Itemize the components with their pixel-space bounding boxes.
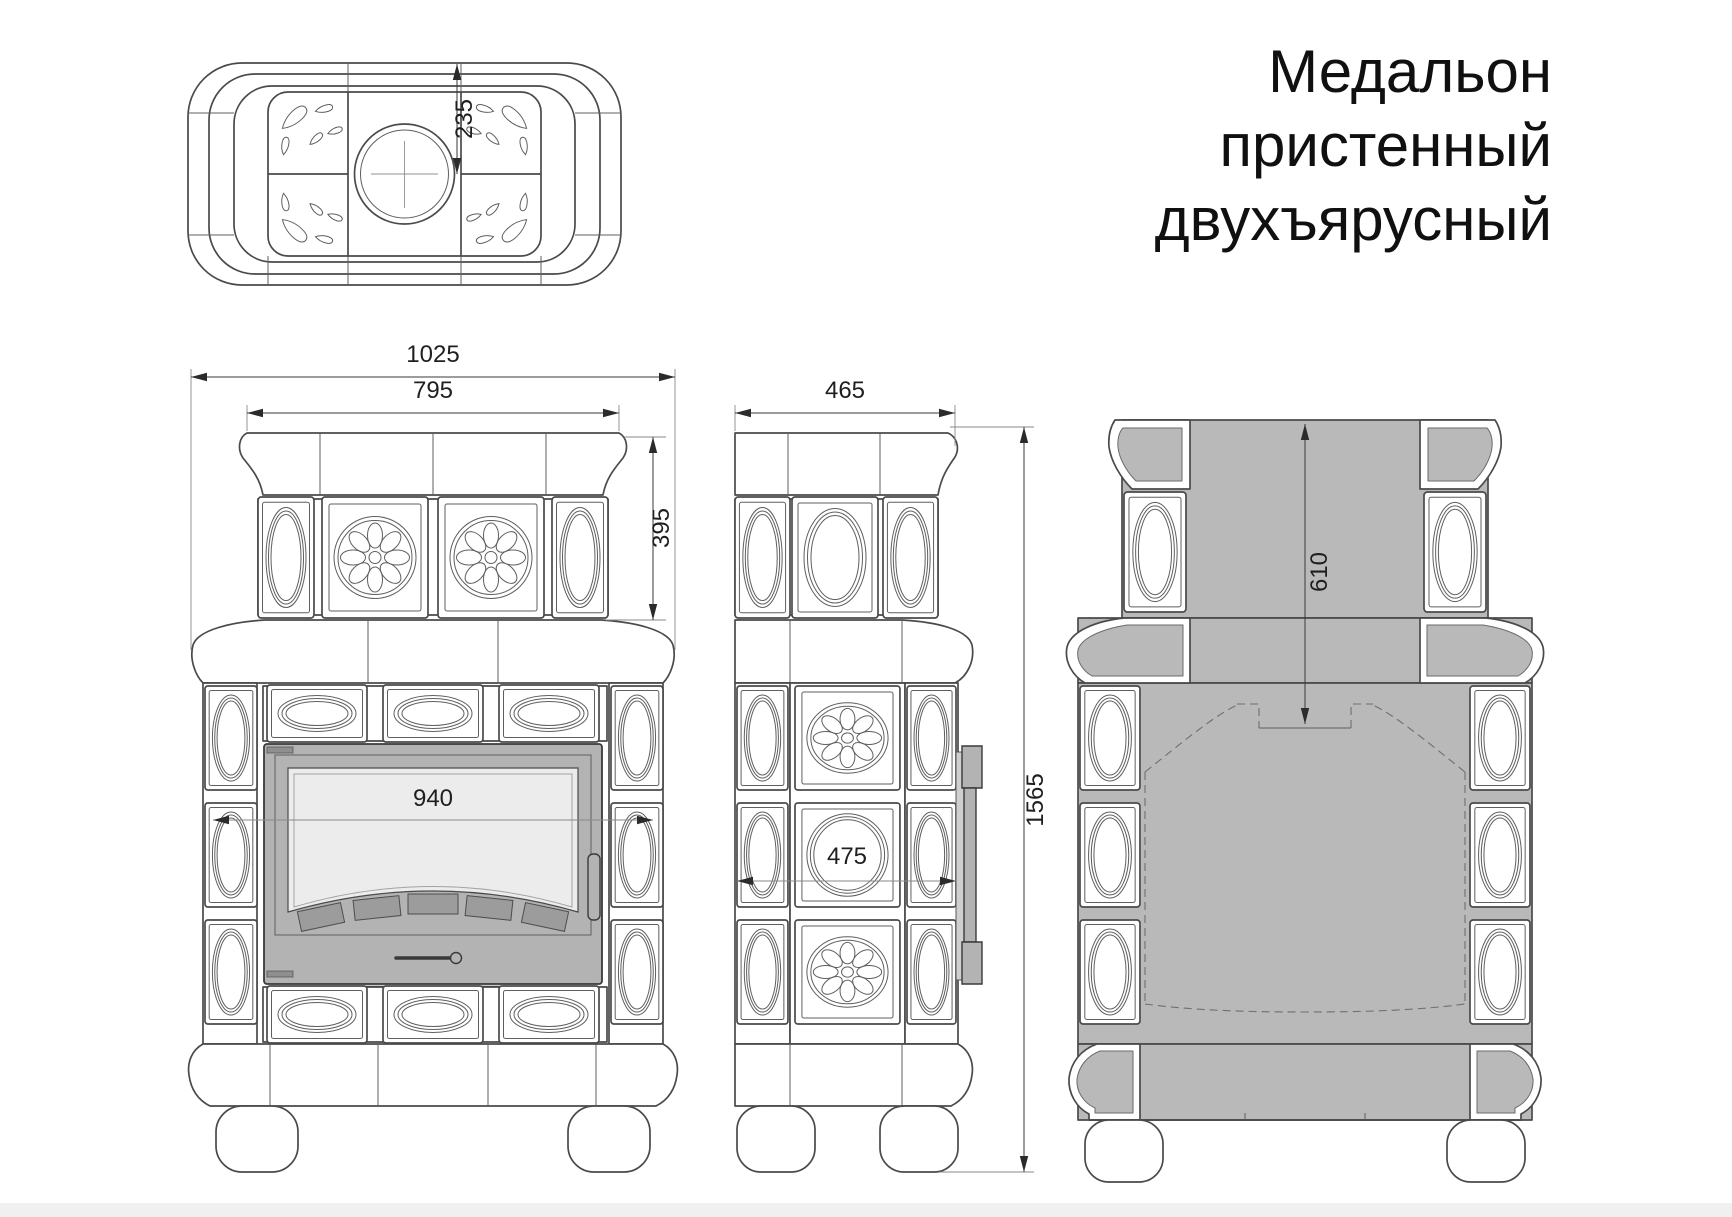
side-shelf <box>735 620 973 683</box>
dim-firebox-width: 940 <box>213 785 653 825</box>
side-view <box>734 433 982 1172</box>
rear-left-column <box>1079 685 1141 1025</box>
dim-text-475: 475 <box>827 843 867 870</box>
dim-side-depth: 465 <box>735 377 955 446</box>
rear-hidden-flue-outline <box>1145 704 1465 1012</box>
front-left-column <box>203 683 258 1044</box>
door-vents <box>297 894 568 931</box>
front-upper-tile-row <box>257 496 609 619</box>
dim-text-795: 795 <box>413 377 453 404</box>
front-view <box>189 433 678 1172</box>
dim-text-610: 610 <box>1306 552 1333 592</box>
dim-overall-height: 1565 <box>940 427 1049 1172</box>
dim-side-mid-depth: 475 <box>737 843 956 886</box>
plan-view: 235 <box>188 63 621 285</box>
door-latch-bottom <box>267 971 293 977</box>
dim-text-1565: 1565 <box>1022 773 1049 826</box>
plan-ornament-panel <box>268 92 541 256</box>
side-rear-foot <box>880 1106 958 1172</box>
dim-text-395: 395 <box>648 508 675 548</box>
sheet-footer-strip <box>0 1203 1732 1217</box>
rear-right-foot <box>1447 1120 1525 1182</box>
rear-right-column <box>1469 685 1531 1025</box>
front-left-foot <box>216 1106 298 1172</box>
dim-text-940: 940 <box>413 785 453 812</box>
front-right-column <box>609 683 664 1044</box>
title-line-3: двухъярусный <box>1155 186 1552 253</box>
side-door-profile <box>956 746 982 984</box>
plan-flue-opening <box>355 124 455 224</box>
rear-left-foot <box>1085 1120 1163 1182</box>
door-glass <box>288 768 578 912</box>
dim-text-465: 465 <box>825 377 865 404</box>
side-cornice <box>735 433 957 495</box>
side-plinth <box>735 1044 972 1106</box>
dim-plan-flue-offset: 235 <box>451 64 478 174</box>
side-upper-tile-row <box>734 496 939 619</box>
front-top-oval-row <box>263 684 607 743</box>
dim-rear-flue-drop: 610 <box>1300 424 1333 724</box>
front-right-foot <box>568 1106 650 1172</box>
door-hinge-bar <box>588 854 600 920</box>
rear-lower-body <box>1078 683 1532 1044</box>
dim-front-overall-width: 1025 <box>191 341 675 650</box>
dim-front-upper-width: 795 <box>247 377 619 431</box>
side-front-foot <box>737 1106 815 1172</box>
dim-upper-tier-height: 395 <box>606 437 675 620</box>
rear-view: 610 <box>1066 420 1543 1182</box>
firebox-door <box>264 744 602 987</box>
front-bottom-oval-row <box>263 985 607 1044</box>
front-shelf <box>192 620 674 683</box>
front-plinth <box>189 1044 678 1106</box>
dim-text-235: 235 <box>451 99 478 139</box>
door-handle <box>396 953 462 964</box>
title-line-1: Медальон <box>1268 38 1552 105</box>
door-latch-top <box>267 747 293 753</box>
dim-text-1025: 1025 <box>406 341 459 368</box>
title-block: Медальон пристенный двухъярусный <box>1155 38 1552 253</box>
title-line-2: пристенный <box>1220 112 1552 179</box>
